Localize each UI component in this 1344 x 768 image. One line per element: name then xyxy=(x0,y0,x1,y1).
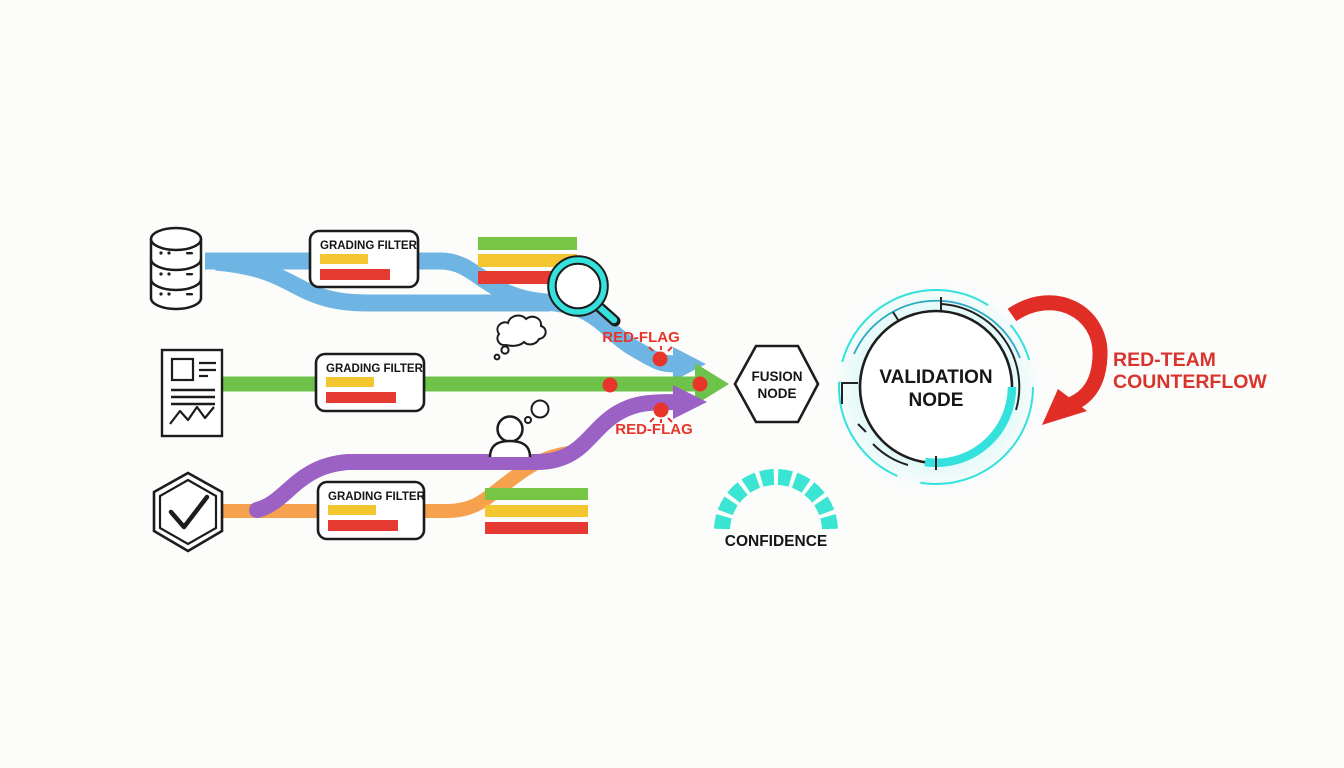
thought-dot-icon xyxy=(524,416,532,424)
confidence-gauge-segment xyxy=(820,514,838,530)
confidence-gauge-segment xyxy=(804,482,825,503)
confidence-gauge xyxy=(714,469,838,530)
confidence-gauge-segment xyxy=(714,514,732,530)
red-team-label-line2: COUNTERFLOW xyxy=(1113,371,1267,393)
purple-flow-line xyxy=(249,394,686,518)
validation-black-arc xyxy=(940,303,1021,411)
purple-flow xyxy=(249,385,707,518)
red-flag-top: RED-FLAG xyxy=(602,329,680,367)
grading-filter-box-1: GRADING FILTER xyxy=(308,229,420,289)
red-team-arrow xyxy=(1007,295,1108,411)
filter-bar-red xyxy=(328,520,398,531)
validation-outer-ring xyxy=(838,289,1034,485)
grading-filter-box-3: GRADING FILTER xyxy=(316,480,426,541)
validation-teal-arc xyxy=(853,299,1021,359)
validation-node-label-line2: NODE xyxy=(909,390,964,411)
red-team-counterflow: RED-TEAM COUNTERFLOW xyxy=(1007,295,1267,425)
shield-check-icon xyxy=(152,471,224,553)
person-icon xyxy=(488,399,550,458)
red-team-arrowhead xyxy=(1042,389,1087,425)
score-bar-green xyxy=(478,237,577,250)
confidence-gauge-segment xyxy=(791,472,811,493)
red-team-label-line1: RED-TEAM xyxy=(1113,349,1216,371)
database-icon xyxy=(149,226,203,311)
grading-filter-label: GRADING FILTER xyxy=(326,363,424,375)
confidence-label: CONFIDENCE xyxy=(725,533,827,550)
fusion-node-label-line2: NODE xyxy=(757,386,796,401)
validation-notch xyxy=(841,382,858,404)
filter-bar-red xyxy=(320,269,390,280)
fusion-node-label-line1: FUSION xyxy=(751,369,802,384)
filter-bar-yellow xyxy=(328,505,376,515)
validation-node: VALIDATION NODE xyxy=(838,289,1034,485)
document-icon xyxy=(160,348,224,438)
validation-node-label-line1: VALIDATION xyxy=(879,367,992,388)
score-bars-bottom xyxy=(485,488,588,534)
grading-filter-box-2: GRADING FILTER xyxy=(314,352,426,413)
filter-bar-red xyxy=(326,392,396,403)
grading-filter-label: GRADING FILTER xyxy=(328,491,426,503)
score-bar-green xyxy=(485,488,588,500)
score-bar-red xyxy=(485,522,588,534)
red-flag-burst xyxy=(648,346,673,352)
red-flag-label: RED-FLAG xyxy=(615,421,693,438)
confidence-gauge-segment xyxy=(741,472,761,493)
magnifier-icon xyxy=(547,255,621,327)
score-bar-yellow xyxy=(478,254,577,267)
red-flag-dot xyxy=(652,351,668,367)
green-arrowhead xyxy=(695,363,729,405)
red-flag-dot xyxy=(692,376,708,392)
confidence-gauge-segment xyxy=(717,496,738,516)
grading-filter-label: GRADING FILTER xyxy=(320,240,418,252)
red-flag-bottom: RED-FLAG xyxy=(615,402,693,438)
blue-flow xyxy=(205,252,706,381)
fusion-node: FUSION NODE xyxy=(733,344,820,424)
red-flag-burst xyxy=(649,417,673,423)
validation-progress-arc xyxy=(924,386,1017,467)
confidence-gauge-segment xyxy=(727,482,748,503)
confidence-gauge-segment xyxy=(814,496,835,516)
blue-flow-lower-branch xyxy=(215,253,550,312)
thought-cloud-icon xyxy=(493,314,547,361)
validation-bottom-arc xyxy=(872,443,909,466)
filter-bar-yellow xyxy=(320,254,368,264)
thought-dot-icon xyxy=(530,399,550,419)
red-flag-dot xyxy=(602,377,618,393)
filter-bar-yellow xyxy=(326,377,374,387)
validation-tick xyxy=(857,423,867,433)
purple-arrowhead xyxy=(673,385,707,419)
red-flag-dot xyxy=(653,402,669,418)
confidence-gauge-segment xyxy=(777,469,793,487)
score-bar-yellow xyxy=(485,505,588,517)
red-flag-label: RED-FLAG xyxy=(602,329,680,346)
blue-arrowhead xyxy=(673,347,706,381)
confidence-gauge-segment xyxy=(759,469,775,487)
